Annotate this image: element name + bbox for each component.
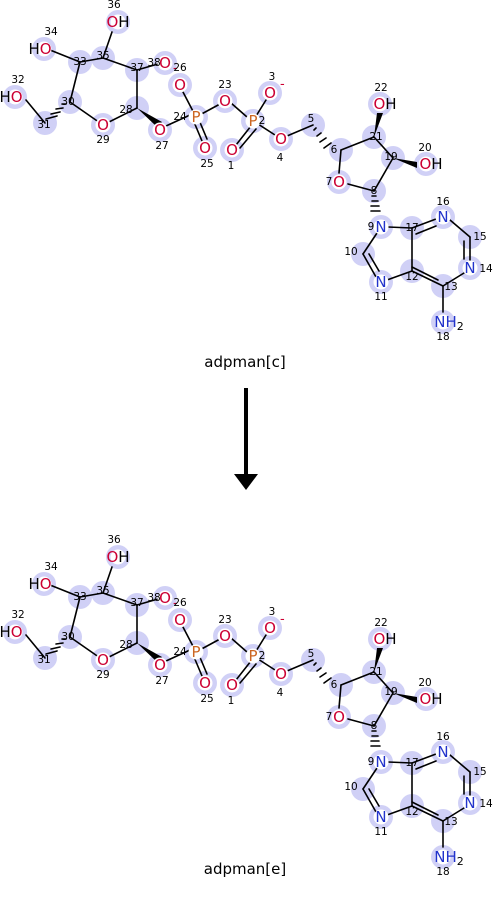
caption-top: adpman[c] [204, 353, 286, 371]
molecule-adpman-c [0, 0, 494, 344]
reaction-arrow [234, 388, 258, 490]
molecule-adpman-e [0, 533, 494, 879]
caption-bottom: adpman[e] [204, 860, 286, 878]
